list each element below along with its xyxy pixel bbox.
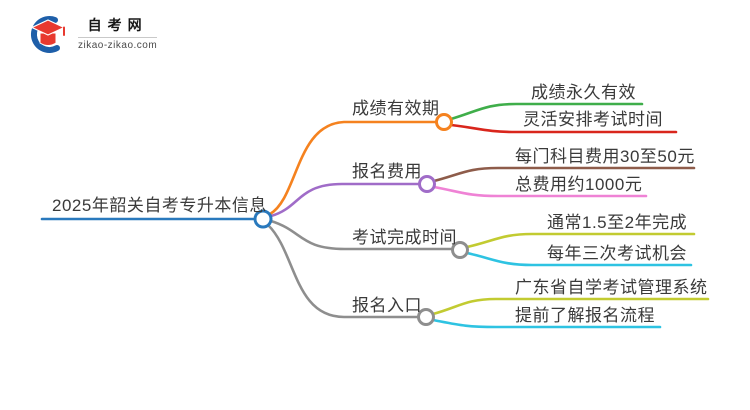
branch-label-score-validity: 成绩有效期 xyxy=(352,99,440,118)
logo-title: 自考网 xyxy=(87,17,148,33)
child-curve-know-process xyxy=(431,318,662,329)
child-curve-three-chances xyxy=(465,251,693,267)
child-curve-total-fee xyxy=(432,185,648,198)
child-curve-management-system xyxy=(431,297,710,316)
child-label-flexible-schedule: 灵活安排考试时间 xyxy=(523,110,663,129)
child-label-fee-per-subject: 每门科目费用30至50元 xyxy=(515,147,695,166)
node-circle-registration-portal xyxy=(417,308,435,326)
branch-label-registration-portal: 报名入口 xyxy=(352,296,422,315)
node-circle-completion-time xyxy=(451,241,469,259)
child-label-management-system: 广东省自学考试管理系统 xyxy=(515,278,708,297)
branch-curve-registration-portal xyxy=(266,223,420,319)
child-label-know-process: 提前了解报名流程 xyxy=(515,306,655,325)
child-curve-fee-per-subject xyxy=(432,166,696,183)
child-label-duration: 通常1.5至2年完成 xyxy=(547,213,688,232)
branch-curve-completion-time xyxy=(269,219,454,251)
site-logo: 自考网 zikao-zikao.com xyxy=(26,11,158,55)
logo-text-block: 自考网 zikao-zikao.com xyxy=(78,15,158,51)
graduation-cap-icon xyxy=(30,15,66,53)
node-circle-score-validity xyxy=(435,113,453,131)
branch-curve-registration-fee xyxy=(269,182,421,218)
branch-label-registration-fee: 报名费用 xyxy=(352,162,422,181)
node-circle-registration-fee xyxy=(418,175,436,193)
branch-curve-score-validity xyxy=(268,120,438,216)
child-label-permanent-validity: 成绩永久有效 xyxy=(531,83,636,102)
child-curve-flexible-schedule xyxy=(449,123,678,134)
root-node-circle xyxy=(253,209,273,229)
child-label-total-fee: 总费用约1000元 xyxy=(515,175,643,194)
child-label-three-chances: 每年三次考试机会 xyxy=(547,244,687,263)
root-node-label: 2025年韶关自考专升本信息 xyxy=(52,196,267,215)
logo-domain: zikao-zikao.com xyxy=(78,37,158,51)
child-curve-duration xyxy=(465,232,696,249)
child-curve-permanent-validity xyxy=(449,102,644,121)
branch-label-completion-time: 考试完成时间 xyxy=(352,228,457,247)
